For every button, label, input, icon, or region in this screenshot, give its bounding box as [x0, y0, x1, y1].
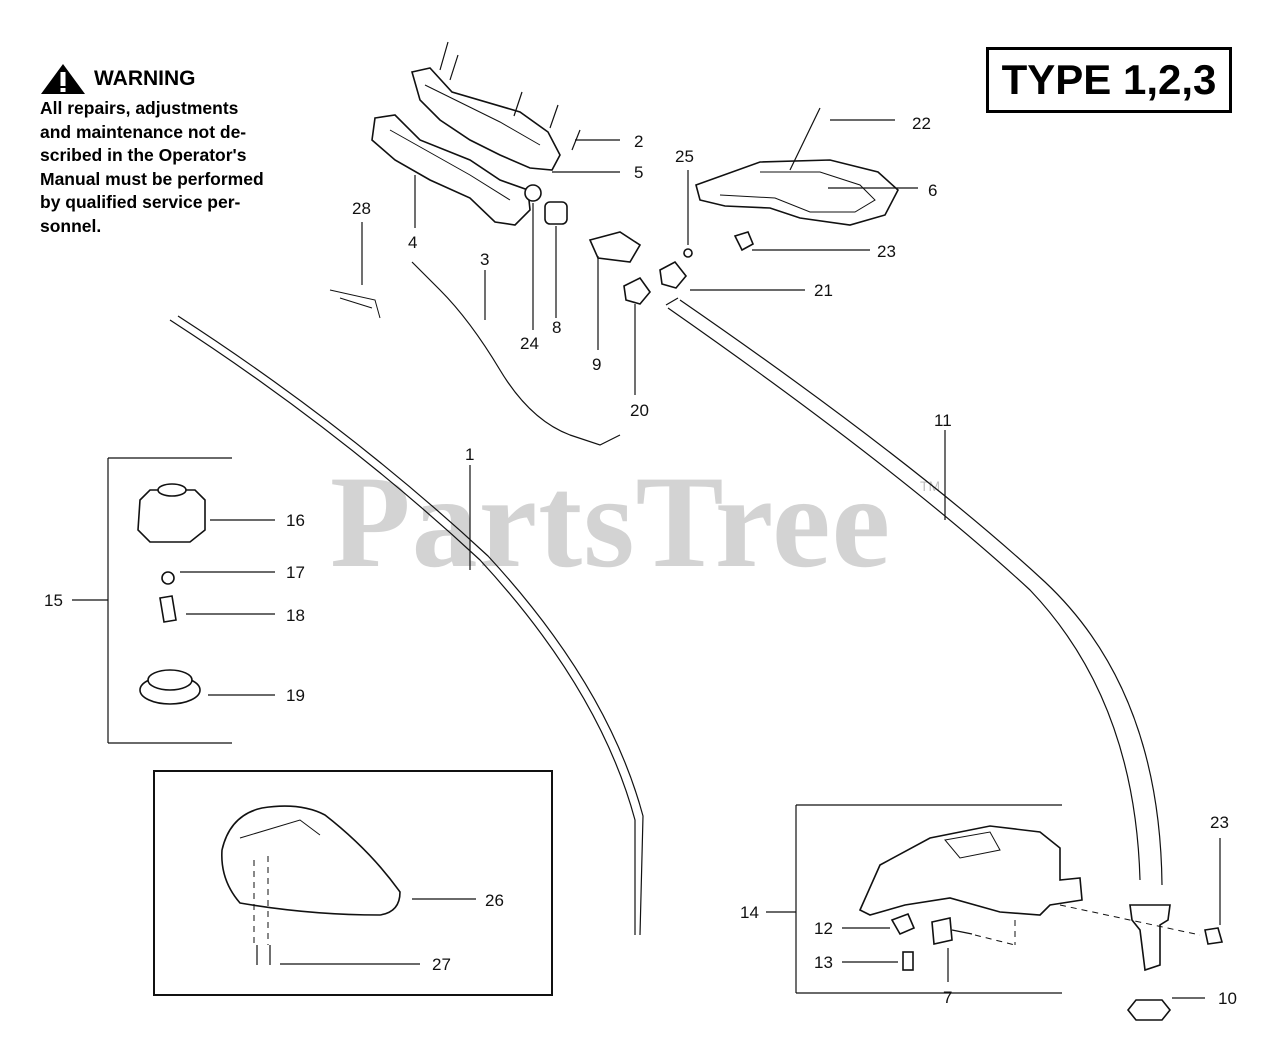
- callout-26: 26: [485, 891, 504, 910]
- spring-part-17: [161, 571, 175, 585]
- callout-4: 4: [408, 233, 417, 252]
- callout-5: 5: [634, 163, 643, 182]
- callout-20: 20: [630, 401, 649, 420]
- callout-11: 11: [934, 411, 952, 430]
- nut-part-10: [1126, 999, 1172, 1021]
- callout-12: 12: [814, 919, 833, 938]
- nut-part-23: [733, 231, 755, 252]
- spool-assembly-group-15: [107, 457, 232, 744]
- warning-block: WARNING All repairs, adjustments and mai…: [40, 63, 313, 238]
- drive-tube-part-11: [667, 307, 1141, 881]
- clip-part-18: [159, 595, 177, 623]
- callout-18: 18: [286, 606, 305, 625]
- trigger-part-9: [588, 231, 642, 263]
- warning-line: sonnel.: [40, 215, 102, 236]
- spool-part-19-top: [147, 669, 193, 691]
- watermark: PartsTree: [330, 448, 892, 595]
- hand-grip-part-6: [695, 159, 899, 226]
- shield-label-area: [944, 831, 1001, 859]
- screw-part-25: [683, 248, 693, 258]
- handle-housing-part-5: [410, 67, 561, 171]
- nut-part-23-lower: [1204, 927, 1224, 945]
- drive-tube-end: [665, 297, 679, 306]
- callout-2: 2: [634, 132, 643, 151]
- type-label-box: TYPE 1,2,3: [986, 47, 1232, 113]
- leader-lines: [72, 119, 1221, 999]
- line-guard-detail: [239, 819, 321, 839]
- warning-line: Manual must be performed: [40, 168, 264, 189]
- debris-shield-part-14: [858, 825, 1083, 916]
- screws-part-2: [439, 41, 581, 151]
- callout-3: 3: [480, 250, 489, 269]
- callout-28: 28: [352, 199, 371, 218]
- spool-housing-part-16: [137, 489, 206, 543]
- bolt-part-7: [931, 917, 953, 945]
- callout-14: 14: [740, 903, 759, 922]
- callout-27: 27: [432, 955, 451, 974]
- tool-part-28: [329, 289, 381, 319]
- washer-part-24: [524, 184, 542, 202]
- callout-9: 9: [592, 355, 601, 374]
- warning-title: WARNING: [94, 67, 196, 90]
- throttle-cable-part-3: [411, 261, 621, 446]
- warning-line: All repairs, adjustments: [40, 98, 239, 118]
- warning-line: and maintenance not de-: [40, 121, 247, 142]
- warning-text: All repairs, adjustments and maintenance…: [40, 97, 313, 238]
- watermark-trademark: TM: [920, 478, 941, 494]
- line-guard-part-26: [221, 805, 401, 916]
- callout-23-lower: 23: [1210, 813, 1229, 832]
- bolt-part-7-shank: [951, 929, 973, 935]
- callout-15: 15: [44, 591, 63, 610]
- screw-part-22: [789, 107, 821, 171]
- callout-16: 16: [286, 511, 305, 530]
- warning-triangle-icon: [41, 64, 85, 94]
- flex-shaft-outline: [177, 315, 644, 936]
- nut-part-13: [902, 951, 914, 971]
- callout-21: 21: [814, 281, 833, 300]
- callout-labels: 1 2 3 4 5 6 7 8 9 10 11 12 13 14 15 16 1…: [44, 114, 1237, 1008]
- handle-housing-part-4: [371, 114, 531, 226]
- callout-13: 13: [814, 953, 833, 972]
- callout-10: 10: [1218, 989, 1237, 1008]
- callout-19: 19: [286, 686, 305, 705]
- drive-tube-outline: [679, 299, 1163, 886]
- flex-shaft-part-1: [169, 319, 636, 935]
- callout-24: 24: [520, 334, 539, 353]
- callout-7: 7: [943, 988, 952, 1007]
- callout-1: 1: [465, 445, 474, 464]
- callout-6: 6: [928, 181, 937, 200]
- clamp-part-20: [623, 276, 652, 305]
- clamp-part-21: [659, 260, 688, 289]
- warning-line: scribed in the Operator's: [40, 145, 247, 165]
- callout-8: 8: [552, 318, 561, 337]
- hand-grip-inner: [719, 171, 876, 213]
- spring-part-8: [544, 201, 568, 225]
- blade-guard-inset: [153, 770, 553, 996]
- spool-housing-top: [157, 483, 187, 497]
- tube-coupling: [1129, 904, 1171, 972]
- callout-22: 22: [912, 114, 931, 133]
- callout-17: 17: [286, 563, 305, 582]
- type-label: TYPE 1,2,3: [1001, 56, 1217, 103]
- callout-23: 23: [877, 242, 896, 261]
- callout-25: 25: [675, 147, 694, 166]
- warning-heading: WARNING: [40, 63, 313, 95]
- guard-assembly-group-14: [795, 804, 1201, 994]
- clamp-part-12: [890, 912, 916, 936]
- warning-line: by qualified service per-: [40, 192, 241, 212]
